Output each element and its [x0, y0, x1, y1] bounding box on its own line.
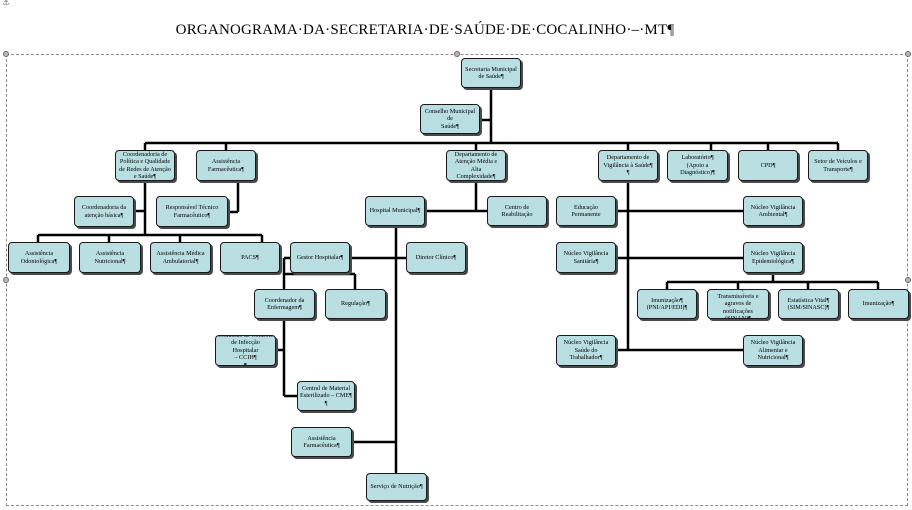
resize-handle-middle-right[interactable]: [905, 277, 911, 283]
node-nucleo-vigilancia-epidemiologica[interactable]: Núcleo Vigilância Epidemiológica¶: [743, 242, 803, 273]
node-assistencia-medica-ambulatorial[interactable]: Assistência Médica Ambulatorial¶: [150, 242, 211, 273]
node-laboratorio[interactable]: Laboratório¶ (Apoio a Diagnóstico)¶: [667, 150, 728, 181]
node-cpd[interactable]: CPD¶: [738, 150, 798, 181]
node-doencas-transmissiveis[interactable]: Doenças Transmissíveis e agravos de noti…: [707, 289, 769, 319]
node-cme[interactable]: Central de Material Esterilizado – CME¶ …: [297, 381, 355, 411]
resize-handle-middle-left[interactable]: [3, 277, 9, 283]
node-servico-nutricao[interactable]: Serviço de Nutrição¶: [366, 473, 427, 501]
node-regulacao[interactable]: Regulação¶: [325, 289, 386, 319]
node-diretor-clinico[interactable]: Diretor Clínico¶: [406, 242, 466, 273]
node-estatistica-vital[interactable]: Estatística Vital¶ (SIM/SINASC)¶: [778, 289, 839, 319]
resize-handle-top-center[interactable]: [454, 51, 460, 57]
resize-handle-top-right[interactable]: [905, 51, 911, 57]
anchor-icon: ⚓: [2, 0, 11, 8]
node-depto-atencao-media-alta[interactable]: Departamento de Atenção Média e Alta Com…: [446, 150, 506, 181]
node-nucleo-alimentar-nutricional[interactable]: Núcleo Vigilância Alimentar e Nutriciona…: [743, 335, 803, 366]
node-setor-veiculos[interactable]: Setor de Veículos e Transporte¶: [808, 150, 868, 181]
node-assistencia-farmaceutica-top[interactable]: Assistência Farmacêutica¶: [196, 150, 256, 181]
node-hospital-municipal[interactable]: Hospital Municipal¶: [365, 196, 425, 226]
node-imunizacao-pni[interactable]: Imunização¶ (PNI/API/EDI)¶: [637, 289, 697, 319]
node-coordenadoria-atencao-basica[interactable]: Coordenadoria da atenção básica¶: [74, 196, 134, 227]
node-pacs[interactable]: PACS¶: [220, 242, 280, 273]
node-depto-vigilancia[interactable]: Departamento de Vigilância à Saúde¶ ¶: [598, 150, 658, 181]
node-assistencia-odontologica[interactable]: Assistência Odontológica¶: [8, 242, 70, 273]
node-imunizacao[interactable]: Imunização¶: [848, 289, 909, 319]
node-coordenadoria-politica[interactable]: Coordenadoria de Política e Qualidade de…: [115, 150, 175, 181]
node-assistencia-nutricional[interactable]: Assistência Nutricional¶: [79, 242, 141, 273]
node-coordenador-enfermagem[interactable]: Coordenador da Enfermagem¶: [254, 289, 315, 319]
node-nucleo-vigilancia-ambiental[interactable]: Núcleo Vigilância Ambiental¶: [743, 196, 803, 226]
node-assistencia-farmaceutica-hospital[interactable]: Assistência Farmacêutica¶: [291, 427, 352, 457]
node-nucleo-saude-trabalhador[interactable]: Núcleo Vigilância Saúde do Trabalhador¶: [556, 335, 616, 366]
node-gestor-hospitalar[interactable]: Gestor Hospitalar¶: [290, 242, 350, 273]
node-ccih[interactable]: Comissão de Controle de Infecção Hospita…: [215, 335, 276, 366]
node-centro-reabilitacao[interactable]: Centro de Reabilitação: [487, 196, 547, 226]
node-secretaria-municipal[interactable]: Secretaria Municipal de Saúde¶: [461, 58, 521, 88]
node-responsavel-tecnico[interactable]: Responsável Técnico Farmacêutico¶: [156, 196, 228, 227]
node-nucleo-vigilancia-sanitaria[interactable]: Núcleo Vigilância Sanitária¶: [556, 242, 616, 273]
resize-handle-top-left[interactable]: [3, 51, 9, 57]
page-title: ORGANOGRAMA·DA·SECRETARIA·DE·SAÚDE·DE·CO…: [175, 22, 675, 38]
node-educacao-permanente[interactable]: Educação Permanente: [556, 196, 616, 226]
node-conselho-municipal[interactable]: Conselho Municipal de Saúde¶: [420, 104, 480, 134]
